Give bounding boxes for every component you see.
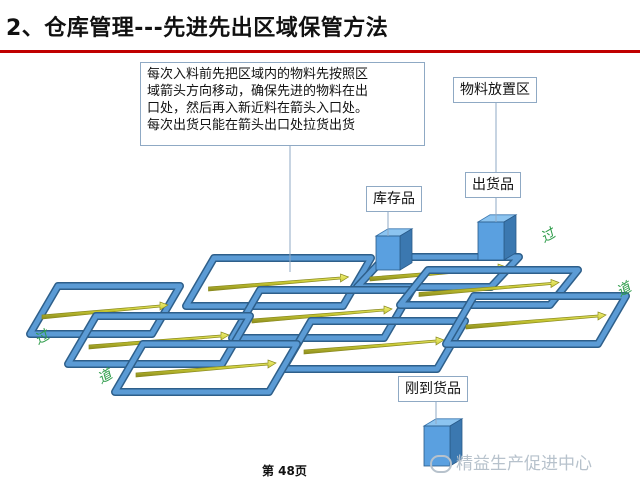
outbound-box-side: [503, 214, 517, 261]
storage-frame: [65, 313, 253, 367]
wechat-icon: [430, 455, 452, 473]
watermark: 精益生产促进中心: [430, 449, 592, 474]
storage-frame: [397, 267, 581, 308]
page-number: 第 48页: [262, 464, 307, 478]
note-line: 域箭头方向移动，确保先进的物料在出: [147, 84, 369, 99]
storage-frame: [443, 293, 629, 347]
storage-frame: [229, 287, 415, 341]
aisle-marking: 道: [95, 366, 117, 388]
fifo-instruction-note: 每次入料前先把区域内的物料先按照区 域箭头方向移动，确保先进的物料在出 口处，然…: [140, 62, 425, 146]
stock-box-side: [399, 228, 413, 271]
fifo-arrow: [465, 311, 607, 330]
note-line: 每次出货只能在箭头出口处拉货出货: [147, 118, 356, 133]
outbound-box: [477, 221, 505, 261]
outbound-label: 出货品: [465, 172, 521, 198]
watermark-text: 精益生产促进中心: [456, 454, 592, 474]
storage-frame: [27, 283, 183, 337]
storage-area-label: 物料放置区: [453, 77, 537, 103]
note-line: 每次入料前先把区域内的物料先按照区: [147, 67, 369, 82]
fifo-arrow: [135, 359, 277, 378]
note-line: 口处，然后再入新近料在箭头入口处。: [147, 101, 369, 116]
fifo-arrow: [41, 301, 169, 320]
fifo-arrow: [251, 305, 393, 324]
in-stock-label: 库存品: [366, 186, 422, 212]
fifo-arrow: [418, 278, 560, 297]
fifo-arrow: [303, 336, 445, 355]
new-arrival-label: 刚到货品: [398, 376, 468, 402]
stock-box: [375, 235, 401, 271]
page-title: 2、仓库管理---先进先出区域保管方法: [6, 16, 389, 41]
storage-frame: [183, 255, 374, 309]
storage-frame: [112, 341, 300, 395]
fifo-arrow: [208, 273, 350, 292]
aisle-marking: 过: [538, 225, 560, 247]
title-rule: [0, 50, 640, 53]
